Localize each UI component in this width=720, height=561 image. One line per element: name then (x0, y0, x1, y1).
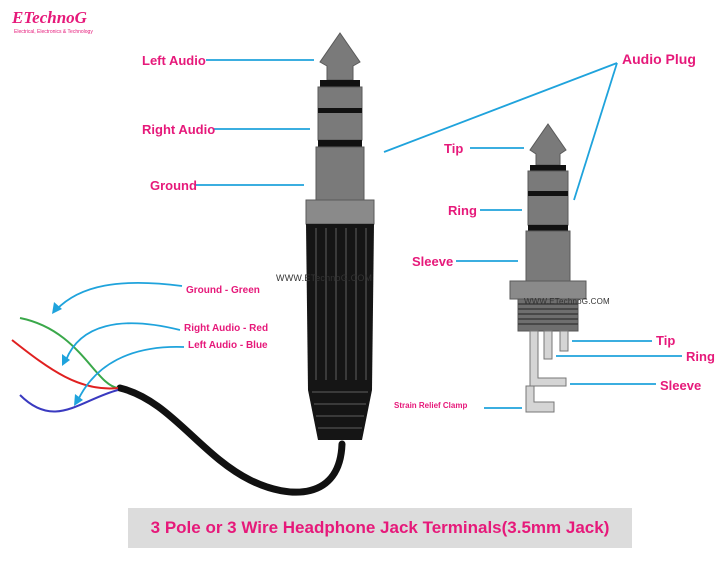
logo-tagline: Electrical, Electronics & Technology (14, 29, 93, 35)
big-plug-ring (317, 86, 363, 141)
big-plug-ring-band (318, 108, 362, 113)
leader-audio-plug-small (573, 62, 618, 201)
label-right-audio-red: Right Audio - Red (184, 323, 269, 334)
label-audio-plug: Audio Plug (622, 51, 696, 67)
label-right-audio: Right Audio (142, 122, 216, 137)
small-plug-tip (529, 123, 567, 166)
wire-blue (19, 389, 119, 413)
leader-audio-plug-big (383, 62, 618, 153)
label-left-audio: Left Audio (142, 53, 206, 68)
arrow-left-blue (77, 346, 185, 401)
big-plug-tip (319, 32, 361, 81)
arrow-right-red (65, 322, 181, 361)
big-plug-sleeve (315, 146, 365, 201)
big-plug-insulator-1 (320, 80, 360, 87)
label-ring-terminal: Ring (686, 349, 715, 364)
label-tip: Tip (444, 141, 464, 156)
label-left-audio-blue: Left Audio - Blue (188, 340, 268, 351)
caption-box: 3 Pole or 3 Wire Headphone Jack Terminal… (128, 508, 632, 548)
label-ground-green: Ground - Green (186, 285, 260, 296)
label-tip-terminal: Tip (656, 333, 676, 348)
strain-relief-clamp (525, 385, 555, 413)
small-plug-ring (527, 170, 569, 226)
big-plug-insulator-2 (318, 140, 362, 147)
watermark-main: WWW.ETechnoG.COM (276, 273, 373, 283)
label-ground: Ground (150, 178, 197, 193)
wire-red (11, 339, 119, 390)
wire-green (19, 317, 119, 389)
terminal-tip (559, 330, 569, 352)
logo: ETechnoG Electrical, Electronics & Techn… (12, 8, 102, 42)
big-plug-collar (305, 199, 375, 225)
label-strain-relief: Strain Relief Clamp (394, 401, 468, 410)
small-plug-insulator-1 (530, 165, 566, 171)
cable (116, 384, 346, 496)
small-plug-insulator-2 (528, 225, 568, 231)
label-sleeve-terminal: Sleeve (660, 378, 702, 393)
terminal-ring (543, 330, 553, 360)
label-sleeve: Sleeve (412, 254, 454, 269)
arrow-ground-green (55, 281, 183, 311)
label-ring: Ring (448, 203, 477, 218)
caption: 3 Pole or 3 Wire Headphone Jack Terminal… (150, 518, 610, 537)
logo-text: ETechnoG (12, 8, 87, 27)
watermark-small: WWW.ETechnoG.COM (524, 297, 610, 306)
small-plug-sleeve (525, 230, 571, 282)
small-plug-ring-band (528, 191, 568, 196)
